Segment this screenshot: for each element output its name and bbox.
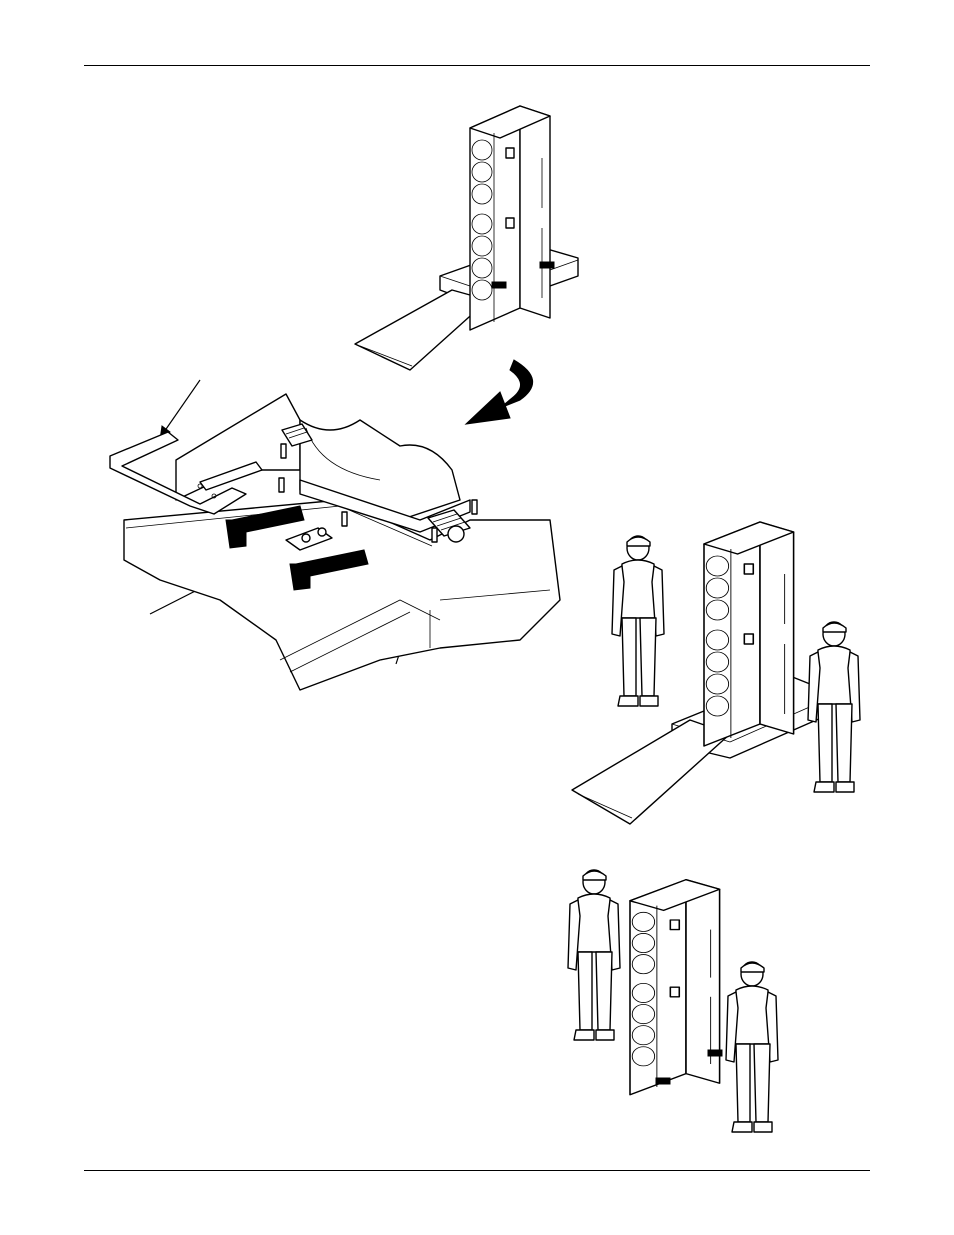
unit-upright-with-two-workers <box>568 870 778 1132</box>
curved-arrow <box>466 360 533 424</box>
unit-on-ramp-with-two-workers <box>572 522 860 824</box>
base-bracket-detail <box>110 380 560 690</box>
unit-on-pallet-with-ramp <box>355 106 578 370</box>
